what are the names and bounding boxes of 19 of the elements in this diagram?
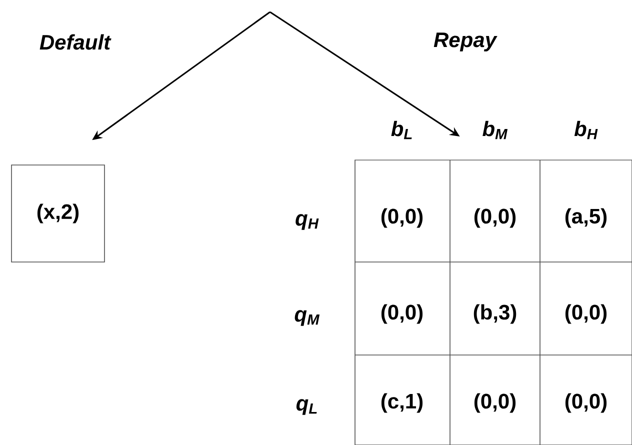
- payoff-box: (x,2): [11, 164, 105, 262]
- cell-text: (0,0): [474, 393, 516, 413]
- column-header: b$_{H}$: [574, 120, 598, 140]
- row-header: q$_{H}$: [296, 214, 319, 230]
- cell-text: (0,0): [565, 393, 607, 413]
- row-header: q$_{L}$: [296, 399, 317, 415]
- payoff-table: [354, 160, 632, 445]
- cell-text: (0,0): [474, 208, 516, 228]
- cell-text: (b,3): [474, 304, 516, 324]
- edge-label: Default: [38, 33, 112, 51]
- cell-text: (0,0): [381, 208, 423, 228]
- column-header: b$_{M}$: [482, 120, 508, 140]
- row-header: q$_{M}$: [294, 310, 320, 326]
- cell-text: (0,0): [381, 304, 423, 324]
- cell-text: (0,0): [565, 304, 607, 324]
- cell-text: (c,1): [381, 393, 423, 413]
- column-header: b$_{L}$: [391, 120, 412, 140]
- edge-label: Repay: [432, 32, 498, 52]
- cell-text: (a,5): [565, 208, 607, 228]
